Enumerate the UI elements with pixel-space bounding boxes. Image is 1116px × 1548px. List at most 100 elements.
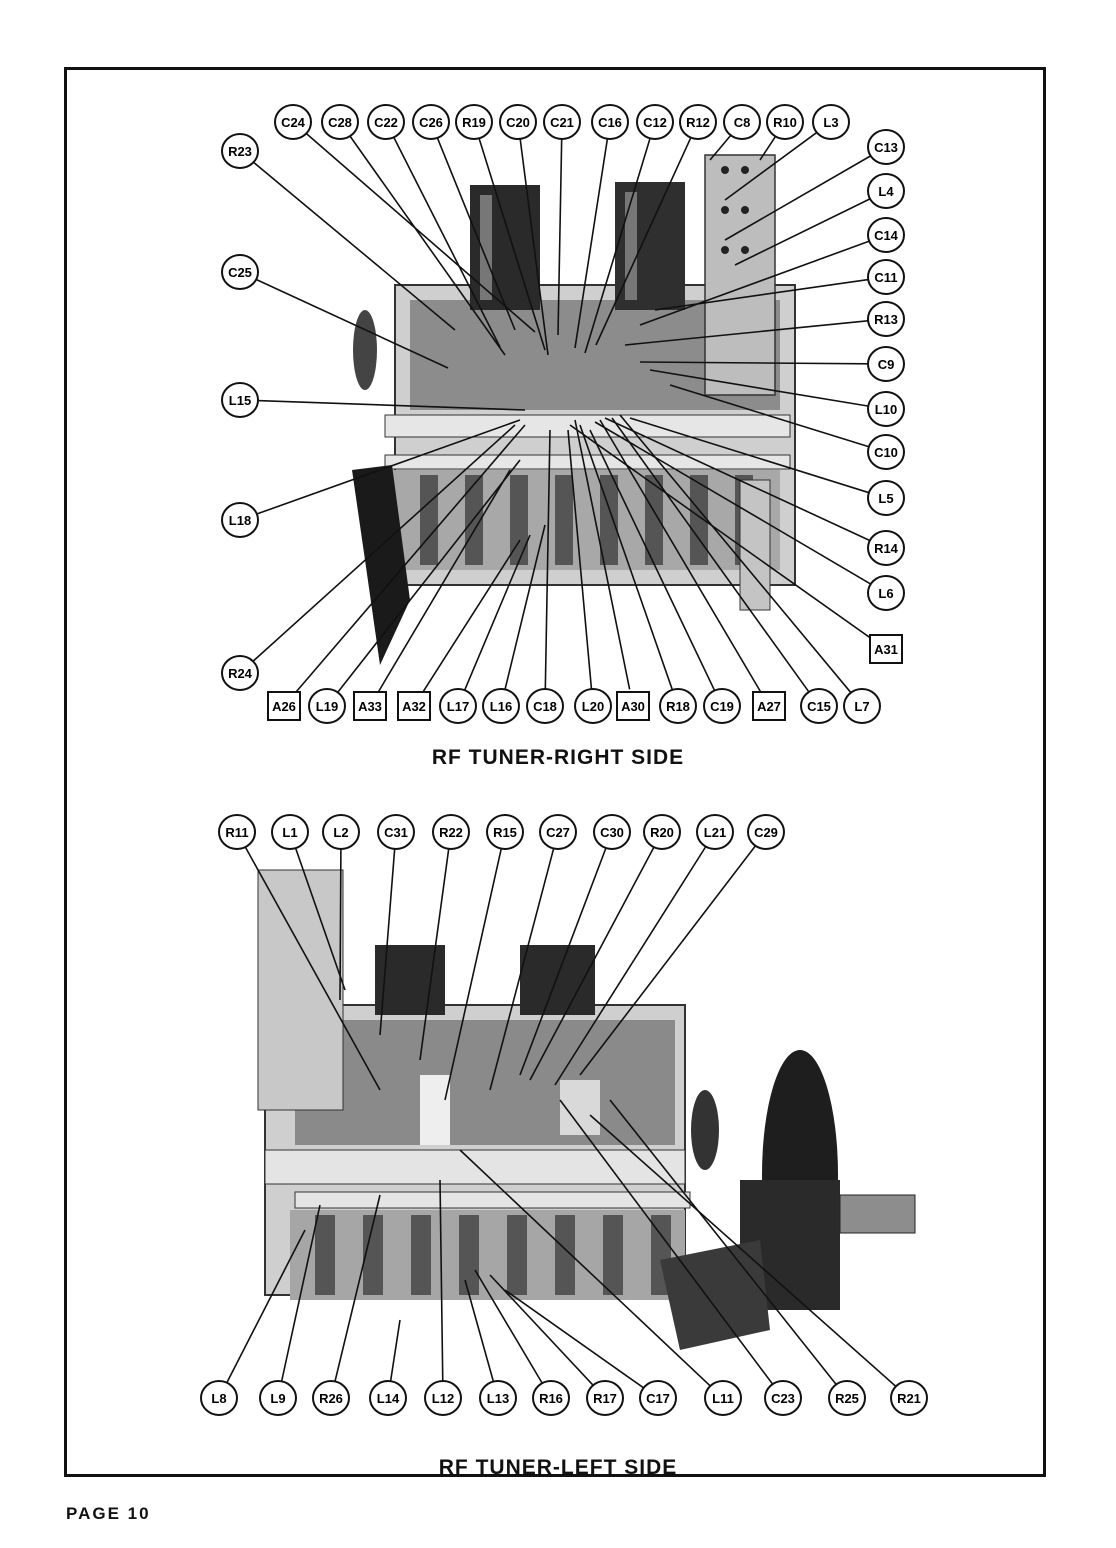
callout-text: R15: [493, 825, 517, 840]
callout-text: R13: [874, 312, 898, 327]
callout-l3: L3: [812, 104, 850, 140]
leader-line-c14: [639, 240, 871, 326]
callout-r17: R17: [586, 1380, 624, 1416]
callout-text: L4: [878, 184, 894, 199]
callout-text: L10: [875, 402, 897, 417]
leader-line-c20: [519, 138, 549, 356]
callout-l16: L16: [482, 688, 520, 724]
callout-c28: C28: [321, 104, 359, 140]
callout-c16: C16: [591, 104, 629, 140]
leader-line-l21: [554, 845, 707, 1086]
callout-text: L13: [487, 1391, 509, 1406]
leader-line-r12: [595, 137, 692, 346]
page-frame: [64, 67, 1046, 1477]
callout-l10: L10: [867, 391, 905, 427]
callout-text: A27: [757, 699, 781, 714]
callout-text: L19: [316, 699, 338, 714]
callout-text: L14: [377, 1391, 400, 1406]
callout-text: R16: [539, 1391, 563, 1406]
callout-r12: R12: [679, 104, 717, 140]
callout-c14: C14: [867, 217, 905, 253]
leader-line-c24: [305, 132, 536, 333]
callout-l2: L2: [322, 814, 360, 850]
callout-text: C14: [874, 228, 899, 243]
leader-line-l10: [649, 369, 870, 408]
leader-line-l1: [294, 847, 346, 991]
leader-line-c27: [489, 848, 555, 1091]
callout-text: L5: [878, 491, 893, 506]
callout-text: C17: [646, 1391, 670, 1406]
callout-text: R19: [462, 115, 486, 130]
leader-line-a31: [569, 424, 873, 640]
leader-line-c28: [349, 135, 506, 356]
callout-r11: R11: [218, 814, 256, 850]
callout-text: C27: [546, 825, 570, 840]
callout-l4: L4: [867, 173, 905, 209]
leader-line-l3: [724, 131, 818, 201]
leader-line-c15: [611, 417, 810, 693]
leader-line-c13: [724, 154, 872, 241]
callout-text: C21: [550, 115, 574, 130]
leader-line-l19: [336, 459, 521, 694]
callout-text: C28: [328, 115, 352, 130]
rf-tuner-left-side-photo: [257, 869, 916, 1350]
callout-text: C19: [710, 699, 734, 714]
callout-c23: C23: [764, 1380, 802, 1416]
leader-line-a33: [377, 469, 511, 692]
callout-text: A33: [358, 699, 382, 714]
callout-text: C15: [807, 699, 831, 714]
leader-line-c21: [557, 138, 563, 336]
callout-r15: R15: [486, 814, 524, 850]
callout-text: L9: [270, 1391, 285, 1406]
leader-line-r20: [529, 846, 655, 1081]
callout-text: R26: [319, 1391, 343, 1406]
callout-text: L15: [229, 393, 251, 408]
callout-l8: L8: [200, 1380, 238, 1416]
leader-line-c22: [392, 136, 501, 348]
callout-c29: C29: [747, 814, 785, 850]
callout-l7: L7: [843, 688, 881, 724]
leader-lines: [226, 131, 897, 1389]
callout-c17: C17: [639, 1380, 677, 1416]
callout-r10: R10: [766, 104, 804, 140]
callout-l17: L17: [439, 688, 477, 724]
callout-text: L1: [282, 825, 297, 840]
callout-text: R20: [650, 825, 674, 840]
page-number: PAGE 10: [66, 1504, 151, 1523]
leader-line-c31: [379, 848, 396, 1036]
leader-line-l12: [439, 1179, 444, 1382]
leader-line-l6: [594, 421, 872, 586]
callout-c20: C20: [499, 104, 537, 140]
callout-text: C12: [643, 115, 667, 130]
callout-c19: C19: [703, 688, 741, 724]
callout-text: R24: [228, 666, 253, 681]
leader-line-c30: [519, 847, 607, 1076]
callout-a32: A32: [397, 691, 431, 721]
callout-a30: A30: [616, 691, 650, 721]
callout-text: R12: [686, 115, 710, 130]
figure-caption-left: RF TUNER-LEFT SIDE: [438, 1456, 678, 1479]
leader-line-l18: [255, 419, 521, 516]
leader-line-l4: [734, 197, 872, 266]
callout-c25: C25: [221, 254, 259, 290]
callout-text: L8: [211, 1391, 226, 1406]
leader-line-c16: [574, 138, 609, 349]
callout-l15: L15: [221, 382, 259, 418]
callout-c22: C22: [367, 104, 405, 140]
leader-line-r25: [609, 1099, 838, 1386]
callout-l19: L19: [308, 688, 346, 724]
callout-text: C26: [419, 115, 443, 130]
callout-c8: C8: [723, 104, 761, 140]
leader-line-l8: [226, 1229, 306, 1384]
callout-text: C11: [874, 270, 897, 285]
callout-r23: R23: [221, 133, 259, 169]
callout-c9: C9: [867, 346, 905, 382]
callout-l21: L21: [696, 814, 734, 850]
callout-text: R18: [666, 699, 690, 714]
callout-text: L16: [490, 699, 512, 714]
leader-line-r26: [334, 1194, 381, 1382]
callout-text: C23: [771, 1391, 795, 1406]
leader-line-r10: [759, 135, 777, 161]
